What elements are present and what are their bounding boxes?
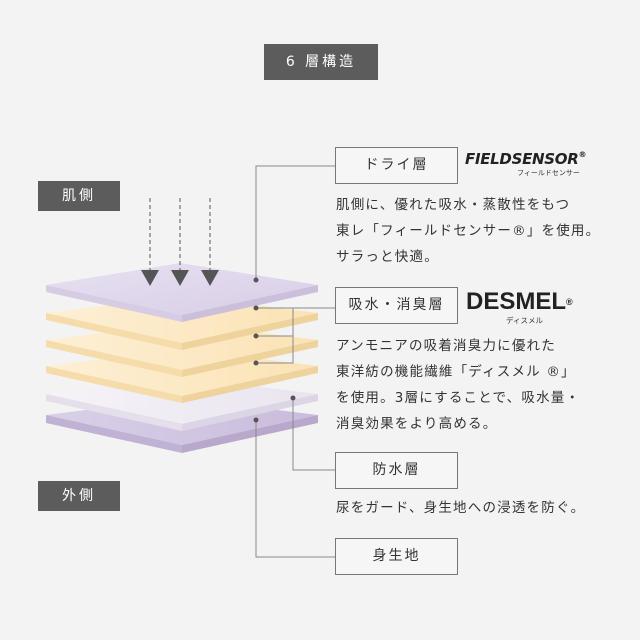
description-line: 肌側に、優れた吸水・蒸散性をもつ — [336, 197, 571, 213]
base-fabric-label: 身生地 — [335, 538, 458, 575]
moisture-arrows — [149, 198, 211, 270]
description-line: アンモニアの吸着消臭力に優れた — [336, 338, 556, 354]
fieldsensor-logo: FIELDSENSOR® フィールドセンサー — [465, 150, 605, 184]
waterproof-layer-label: 防水層 — [335, 452, 458, 489]
absorb-layer-label: 吸水・消臭層 — [335, 287, 458, 324]
absorb-layer-description: アンモニアの吸着消臭力に優れた 東洋紡の機能繊維「ディスメル ®」 を使用。3層… — [336, 333, 580, 437]
fieldsensor-logo-subtext: フィールドセンサー — [517, 169, 580, 177]
description-line: を使用。3層にすることで、吸水量・ — [336, 390, 581, 406]
desmel-logo-subtext: ディスメル — [506, 316, 543, 325]
dry-layer-description: 肌側に、優れた吸水・蒸散性をもつ 東レ「フィールドセンサー®」を使用。 サラっと… — [336, 192, 600, 270]
dry-layer-label: ドライ層 — [335, 147, 458, 184]
connector-dots — [253, 277, 296, 423]
fieldsensor-logo-mark: ® — [578, 150, 587, 159]
page-title: 6 層構造 — [264, 44, 378, 80]
description-line: サラっと快適。 — [336, 249, 439, 265]
desmel-logo-text: DESMEL — [466, 288, 567, 315]
outer-side-label: 外側 — [38, 481, 120, 511]
skin-side-label: 肌側 — [38, 181, 120, 211]
dry-layer — [46, 263, 318, 322]
fieldsensor-logo-text: FIELDSENSOR — [465, 150, 579, 168]
description-line: 東レ「フィールドセンサー®」を使用。 — [336, 223, 601, 239]
description-line: 尿をガード、身生地への浸透を防ぐ。 — [336, 500, 586, 516]
arrow-heads — [141, 270, 219, 286]
description-line: 消臭効果をより高める。 — [336, 416, 498, 432]
desmel-logo-mark: ® — [566, 297, 573, 307]
waterproof-layer-description: 尿をガード、身生地への浸透を防ぐ。 — [336, 495, 585, 521]
connector-lines — [255, 165, 335, 558]
desmel-logo: DESMEL® ディスメル — [466, 288, 586, 326]
description-line: 東洋紡の機能繊維「ディスメル ®」 — [336, 364, 576, 380]
